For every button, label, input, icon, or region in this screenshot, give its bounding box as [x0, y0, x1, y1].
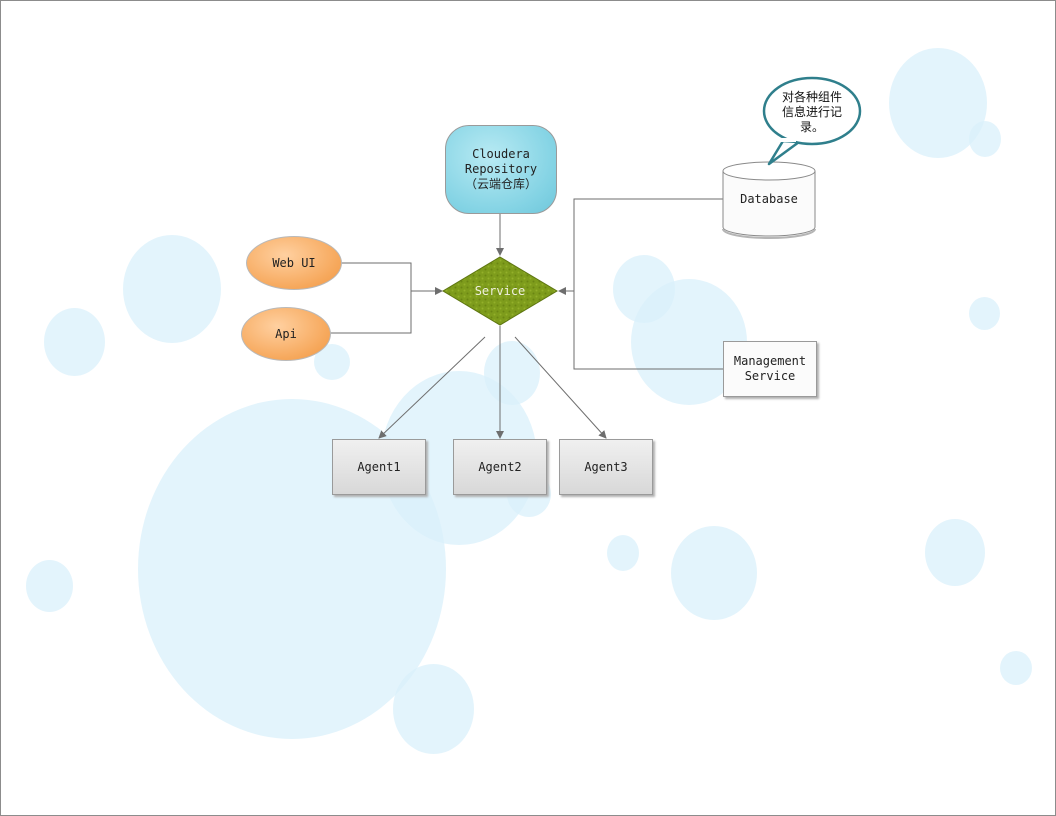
background-bubble — [26, 560, 73, 612]
background-bubble — [44, 308, 105, 376]
api-node[interactable]: Api — [241, 307, 331, 361]
background-bubble — [969, 297, 1000, 330]
connector-service-agent3 — [514, 336, 607, 439]
agent1-node[interactable]: Agent1 — [332, 439, 426, 495]
callout-text: 对各种组件 信息进行记 录。 — [781, 90, 842, 134]
connector-database-service — [573, 198, 723, 370]
service-node[interactable] — [442, 256, 558, 326]
service-label: Service — [474, 284, 526, 298]
background-bubble — [607, 535, 639, 571]
database-label: Database — [740, 192, 798, 206]
background-bubble — [123, 235, 221, 343]
management-service-node[interactable]: Management Service — [723, 341, 817, 397]
agent2-node[interactable]: Agent2 — [453, 439, 547, 495]
callout-bubble — [762, 76, 862, 166]
connector-api-service — [329, 291, 412, 334]
connector-webui-service — [341, 262, 443, 295]
background-bubble — [969, 121, 1001, 157]
web-ui-node[interactable]: Web UI — [246, 236, 342, 290]
background-bubble — [1000, 651, 1032, 685]
agent3-node[interactable]: Agent3 — [559, 439, 653, 495]
background-bubble — [393, 664, 474, 754]
cloudera-repository-node[interactable]: Cloudera Repository （云端仓库） — [445, 125, 557, 214]
connector-service-agent1 — [378, 336, 486, 439]
background-bubble — [671, 526, 757, 620]
database-node[interactable] — [722, 161, 816, 239]
background-bubble — [925, 519, 985, 586]
